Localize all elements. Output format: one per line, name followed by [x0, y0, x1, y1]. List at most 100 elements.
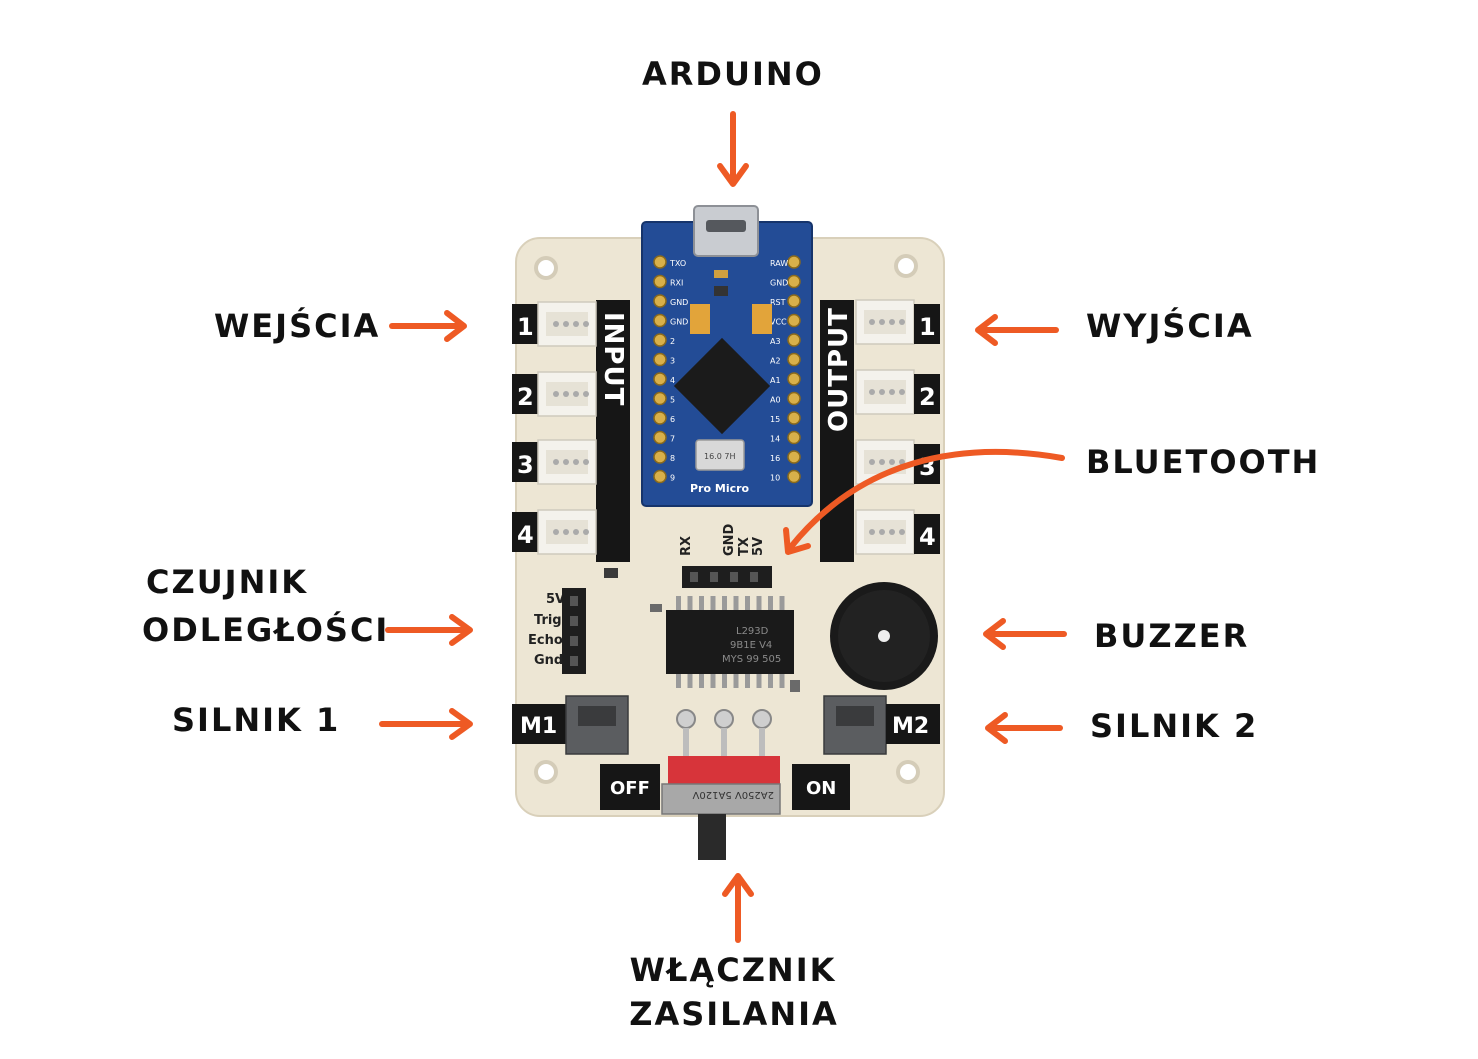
left-pin-4	[653, 372, 667, 386]
output-port-number: 4	[919, 523, 936, 551]
right-pin-16	[787, 450, 801, 464]
left-pin-txo	[653, 255, 667, 269]
input-connectors: 1 2 3 4	[512, 301, 597, 555]
left-pin-gnd	[653, 294, 667, 308]
right-pin-label: 16	[770, 454, 780, 463]
left-pin-3	[653, 352, 667, 367]
bt-pin-tx: TX	[737, 537, 752, 556]
crystal-label: 16.0 7H	[704, 452, 735, 461]
right-pin-a2	[787, 352, 801, 367]
pin-headers: TXORXIGNDGND23456789RAWGNDRSTVCCA3A2A1A0…	[653, 255, 801, 484]
input-port-2: 2	[512, 371, 597, 417]
chip-leg	[699, 596, 704, 610]
chip-leg	[768, 596, 773, 610]
label-silnik-1: SILNIK 1	[172, 701, 341, 739]
chip-leg	[768, 674, 773, 688]
motor-2-connector: M2	[823, 695, 940, 755]
right-pin-gnd	[787, 274, 801, 289]
arrow-arduino	[717, 111, 749, 187]
distance-sensor-header: 5V Trig Echo Gnd	[528, 588, 586, 674]
label-czujnik-line-2: ODLEGŁOŚCI	[142, 611, 390, 649]
chip-line-3: MYS 99 505	[722, 654, 781, 665]
right-pin-label: 14	[770, 435, 780, 444]
left-pin-rxi	[653, 274, 667, 289]
left-pin-9	[653, 469, 667, 484]
right-pin-label: 10	[770, 474, 780, 483]
chip-leg	[779, 596, 785, 610]
arrow-wyjscia	[975, 314, 1059, 346]
chip-leg	[733, 596, 739, 610]
left-pin-5	[653, 391, 667, 406]
left-pin-label: 3	[670, 357, 675, 366]
mounting-hole-bottom-right	[896, 760, 920, 784]
left-pin-label: 8	[670, 454, 675, 463]
chip-leg	[687, 674, 693, 688]
switch-rating-text: 2A250V 5A120V	[692, 789, 774, 800]
label-bluetooth: BLUETOOTH	[1086, 443, 1321, 481]
chip-leg	[745, 596, 750, 610]
mounting-hole-top-right	[894, 254, 918, 278]
chip-leg	[722, 596, 727, 610]
input-port-number: 4	[517, 521, 534, 549]
left-pin-label: 6	[670, 415, 675, 424]
right-pin-a0	[787, 391, 801, 406]
motor-1-connector: M1	[512, 695, 629, 755]
right-pin-15	[787, 411, 801, 425]
chip-leg	[722, 674, 727, 688]
chip-leg	[676, 596, 681, 610]
left-pin-label: 4	[670, 376, 675, 385]
right-pin-label: A1	[770, 376, 781, 385]
output-panel: OUTPUT	[820, 300, 854, 562]
label-czujnik-line-1: CZUJNIK	[146, 563, 309, 601]
right-pin-rst	[787, 294, 801, 308]
input-port-1: 1	[512, 301, 597, 347]
left-pin-2	[653, 333, 667, 347]
right-pin-a1	[787, 372, 801, 386]
arrow-czujnik	[385, 614, 473, 646]
chip-line-2: 9B1E V4	[730, 640, 772, 651]
bt-pin-5v: 5V	[751, 537, 766, 556]
power-switch: OFF ON 2A250V 5A120V	[600, 709, 850, 860]
left-pin-label: 5	[670, 396, 675, 405]
right-pin-label: RAW	[770, 259, 788, 268]
output-port-number: 2	[919, 383, 936, 411]
arrow-wejscia	[389, 310, 467, 342]
label-arduino: ARDUINO	[642, 55, 824, 93]
label-wyjscia: WYJŚCIA	[1086, 307, 1254, 345]
output-port-2: 2	[855, 369, 940, 415]
right-pin-14	[787, 430, 801, 445]
chip-leg	[756, 674, 762, 688]
chip-leg	[710, 674, 716, 688]
arduino-pro-micro: TXORXIGNDGND23456789RAWGNDRSTVCCA3A2A1A0…	[641, 205, 813, 507]
sensor-pin-5v: 5V	[546, 592, 565, 607]
sensor-pin-trig: Trig	[534, 613, 562, 628]
arrow-wlacznik	[722, 873, 754, 943]
right-pin-10	[787, 469, 801, 484]
chip-leg	[733, 674, 739, 688]
output-port-1: 1	[855, 299, 940, 345]
mounting-hole-bottom-left	[534, 760, 558, 784]
right-pin-label: A0	[770, 396, 781, 405]
input-port-number: 3	[517, 451, 534, 479]
bluetooth-header: RX TX GND 5V	[679, 523, 772, 588]
bt-pin-gnd: GND	[722, 523, 737, 556]
motor-driver-chip: L293D 9B1E V4 MYS 99 505	[604, 568, 800, 692]
chip-leg	[756, 596, 762, 610]
chip-leg	[687, 596, 693, 610]
atmega-chip	[673, 337, 771, 435]
left-pin-gnd	[653, 313, 667, 328]
left-pin-label: 7	[670, 435, 675, 444]
chip-leg	[699, 674, 704, 688]
right-pin-raw	[787, 255, 801, 269]
input-port-4: 4	[512, 509, 597, 555]
left-pin-label: GND	[670, 298, 688, 307]
sensor-pin-echo: Echo	[528, 633, 563, 648]
mounting-hole-top-left	[534, 256, 558, 280]
input-port-number: 1	[517, 313, 534, 341]
output-title: OUTPUT	[824, 307, 854, 432]
arrow-silnik-1	[379, 708, 473, 740]
left-pin-label: 9	[670, 474, 675, 483]
right-pin-label: VCC	[770, 318, 787, 327]
label-wlacznik-line-1: WŁĄCZNIK	[629, 951, 837, 989]
